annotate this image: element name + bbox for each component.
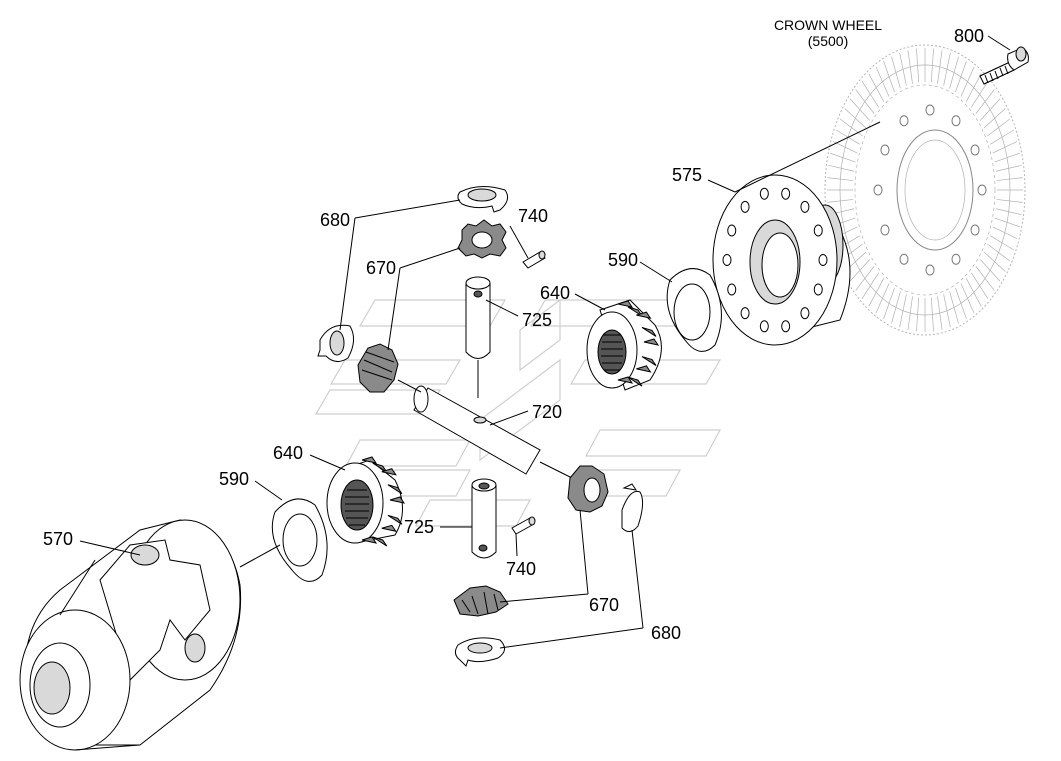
- pinion-gear-670-top: [457, 219, 507, 259]
- callout-725-lower: 725: [404, 517, 434, 537]
- bolt-800: [979, 46, 1029, 85]
- shaft-725-upper: [465, 276, 491, 398]
- cross-shaft-720: [397, 379, 581, 483]
- crown-wheel-title: CROWN WHEEL: [774, 17, 882, 33]
- side-gear-640-upper: [586, 299, 662, 391]
- pinion-gear-670-bottom: [453, 585, 509, 617]
- diff-case-flange-575: [712, 174, 851, 346]
- callout-740-bottom: 740: [506, 559, 536, 579]
- callout-570: 570: [43, 529, 73, 549]
- washer-680-top: [457, 186, 509, 213]
- pin-740-top: [522, 250, 546, 269]
- callout-640-lower: 640: [273, 443, 303, 463]
- callout-800: 800: [954, 26, 984, 46]
- side-gear-640-lower: [326, 456, 406, 547]
- pinion-gear-670-right: [567, 465, 609, 513]
- washer-680-left: [317, 324, 354, 362]
- callout-680-top: 680: [320, 210, 350, 230]
- callout-725-upper: 725: [522, 310, 552, 330]
- thrust-washer-590-lower: [271, 498, 328, 582]
- washer-680-bottom: [454, 637, 505, 667]
- thrust-washer-590-upper: [666, 268, 722, 352]
- shaft-725-lower: [471, 478, 497, 559]
- callout-670-left: 670: [366, 258, 396, 278]
- pin-740-bottom: [511, 516, 536, 535]
- callout-575: 575: [672, 165, 702, 185]
- callout-640-upper: 640: [540, 283, 570, 303]
- crown-wheel-subtitle: (5500): [808, 33, 848, 49]
- callout-590-lower: 590: [219, 469, 249, 489]
- washer-680-right: [621, 483, 644, 532]
- callout-740-top: 740: [518, 206, 548, 226]
- callout-680-bottom: 680: [651, 623, 681, 643]
- leader-lines: [79, 35, 1011, 649]
- callout-590-upper: 590: [608, 250, 638, 270]
- callout-670-bottom: 670: [589, 595, 619, 615]
- callout-720: 720: [532, 402, 562, 422]
- crown-wheel: [824, 44, 1026, 336]
- pinion-gear-670-left: [357, 343, 399, 393]
- callout-labels: CROWN WHEEL (5500) 800 575 680 740 670 5…: [43, 17, 984, 643]
- diff-case-570: [19, 519, 242, 751]
